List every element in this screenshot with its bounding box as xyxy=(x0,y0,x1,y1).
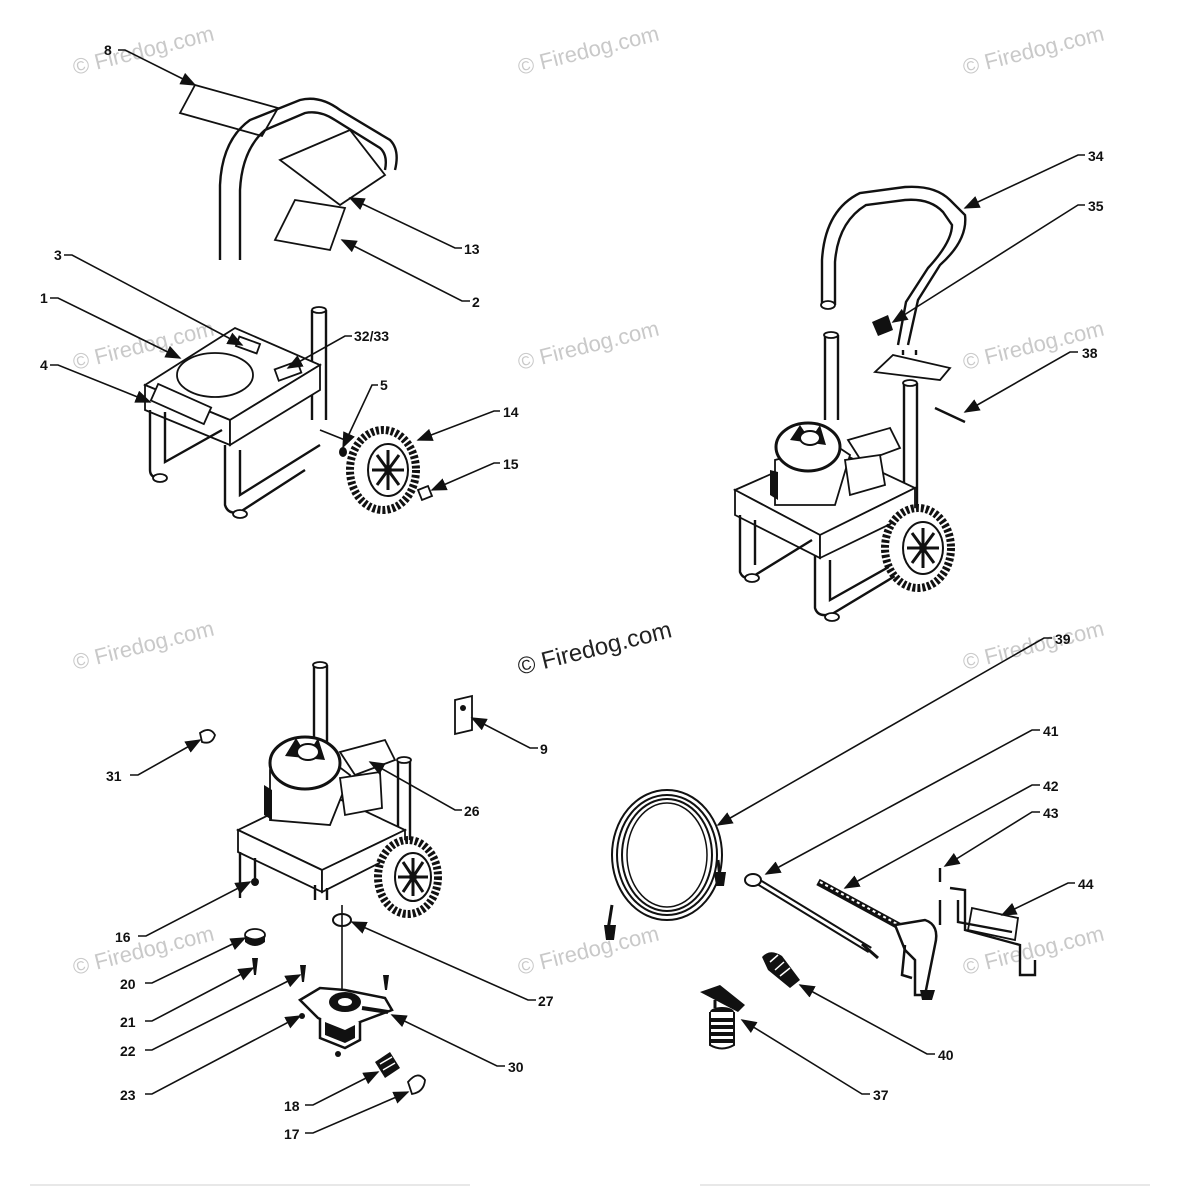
callout-1: 1 xyxy=(40,290,48,306)
callout-22: 22 xyxy=(120,1043,136,1059)
engine-shape xyxy=(770,421,902,506)
bracket-44-shape xyxy=(949,886,1037,977)
callout-2: 2 xyxy=(472,294,480,310)
frame-assembly xyxy=(143,83,434,519)
callout-32-33: 32/33 xyxy=(354,328,389,344)
bolt-21-shape xyxy=(252,958,258,975)
callout-42: 42 xyxy=(1043,778,1059,794)
handle-assembly xyxy=(732,185,967,622)
callout-37: 37 xyxy=(873,1087,889,1103)
callout-5: 5 xyxy=(380,377,388,393)
callout-lines-1 xyxy=(50,49,500,491)
callout-27: 27 xyxy=(538,993,554,1009)
callout-labels: 8 13 2 3 1 4 32/33 5 14 15 34 35 38 9 26… xyxy=(40,42,1104,1142)
washer-5-shape xyxy=(339,447,347,457)
frame-right-tube xyxy=(901,350,919,520)
callout-18: 18 xyxy=(284,1098,300,1114)
nut-15-shape xyxy=(416,484,434,502)
callout-44: 44 xyxy=(1078,876,1094,892)
callout-lines-3 xyxy=(130,717,538,1134)
watermark-text: © Firedog.com xyxy=(70,921,216,980)
callout-38: 38 xyxy=(1082,345,1098,361)
callout-39: 39 xyxy=(1055,631,1071,647)
callout-4: 4 xyxy=(40,357,48,373)
callout-26: 26 xyxy=(464,803,480,819)
wheel-14-shape xyxy=(346,426,420,514)
watermark-text: © Firedog.com xyxy=(960,616,1106,675)
frame-left-tube xyxy=(823,335,840,420)
handle-34-shape xyxy=(820,185,967,346)
callout-43: 43 xyxy=(1043,805,1059,821)
callout-16: 16 xyxy=(115,929,131,945)
watermark-text: © Firedog.com xyxy=(960,21,1106,80)
engine-hole xyxy=(176,352,254,398)
callout-17: 17 xyxy=(284,1126,300,1142)
watermark-text: © Firedog.com xyxy=(515,316,661,375)
callout-34: 34 xyxy=(1088,148,1104,164)
watermark-text: © Firedog.com xyxy=(515,921,661,980)
callout-30: 30 xyxy=(508,1059,524,1075)
callout-3: 3 xyxy=(54,247,62,263)
callout-40: 40 xyxy=(938,1047,954,1063)
nozzle-40-shape xyxy=(762,952,800,988)
decal-2-shape xyxy=(273,199,347,252)
accessories-assembly xyxy=(604,789,1037,1050)
callout-9: 9 xyxy=(540,741,548,757)
cap-31-shape xyxy=(198,729,216,744)
pin-38-shape xyxy=(934,406,966,424)
fitting-18-shape xyxy=(375,1052,400,1078)
handle-tube xyxy=(218,97,398,260)
callout-lines-4 xyxy=(716,637,1075,1095)
callout-20: 20 xyxy=(120,976,136,992)
holder-35-shape xyxy=(872,315,893,336)
pump-unit-wheel-shape xyxy=(374,836,442,918)
gun-42-shape xyxy=(816,878,938,1000)
hose-39-shape xyxy=(604,789,726,940)
wand-41-shape xyxy=(744,873,879,960)
cap-17-shape xyxy=(406,1074,426,1096)
watermark-text: © Firedog.com xyxy=(70,616,216,675)
decal-9-shape xyxy=(454,694,473,736)
frame-leg-right xyxy=(223,443,321,514)
watermark-text: © Firedog.com xyxy=(70,21,216,80)
pump-30-shape xyxy=(297,986,394,1050)
watermark-text: © Firedog.com xyxy=(515,21,661,80)
callout-lines-2 xyxy=(891,154,1085,413)
callout-13: 13 xyxy=(464,241,480,257)
pump-engine-shape xyxy=(264,735,397,826)
unit-wheel-shape xyxy=(881,504,955,592)
callout-14: 14 xyxy=(503,404,519,420)
callout-21: 21 xyxy=(120,1014,136,1030)
callout-31: 31 xyxy=(106,768,122,784)
callout-35: 35 xyxy=(1088,198,1104,214)
decal-shape xyxy=(872,354,952,381)
panel-13-shape xyxy=(278,128,387,207)
callout-15: 15 xyxy=(503,456,519,472)
decal-8-shape xyxy=(178,83,280,138)
callout-41: 41 xyxy=(1043,723,1059,739)
center-watermark-text: © Firedog.com xyxy=(515,616,675,680)
base-side xyxy=(229,363,321,447)
callout-23: 23 xyxy=(120,1087,136,1103)
pump-assembly xyxy=(198,661,473,1096)
callout-8: 8 xyxy=(104,42,112,58)
label-4-shape xyxy=(149,382,213,426)
bolt-22-shape xyxy=(300,965,306,982)
siphon-37-shape xyxy=(700,985,745,1050)
